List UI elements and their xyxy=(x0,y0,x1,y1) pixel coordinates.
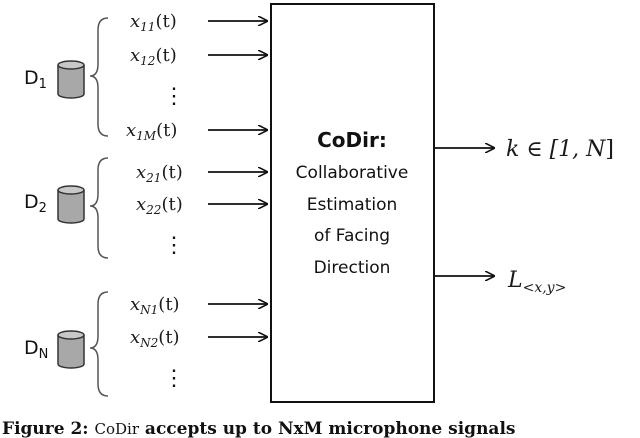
signal-x12-label: x12(t) xyxy=(130,45,177,68)
signal-xn2-label: xN2(t) xyxy=(130,327,180,350)
device-group-1: D1 x11(t) x12(t) ⋮ x1M(t) xyxy=(24,11,267,143)
output-k-label: k ∈ [1, N] xyxy=(506,137,614,162)
signal-x1m-label: x1M(t) xyxy=(126,120,177,143)
device-label-n: DN xyxy=(24,337,48,362)
device-group-2: D2 x21(t) x22(t) ⋮ xyxy=(24,157,267,259)
signal-x11-label: x11(t) xyxy=(130,11,177,34)
ellipsis-1: ⋮ xyxy=(163,84,185,109)
codir-line-1: Collaborative xyxy=(296,163,409,183)
codir-line-2: Estimation xyxy=(307,195,398,215)
signal-xn1-label: xN1(t) xyxy=(130,294,180,317)
codir-line-3: of Facing xyxy=(314,226,390,246)
device-label-1: D1 xyxy=(24,67,47,92)
device-2-icon xyxy=(57,185,85,224)
signal-x21-label: x21(t) xyxy=(136,162,183,185)
figure-caption: Figure 2: CoDir accepts up to NxM microp… xyxy=(2,419,515,438)
signal-x22-label: x22(t) xyxy=(136,194,183,217)
output-l-label: L<x,y> xyxy=(507,268,566,296)
device-label-2: D2 xyxy=(24,191,47,216)
device-2-brace xyxy=(89,157,109,259)
device-n-brace xyxy=(89,291,109,397)
device-group-n: DN xN1(t) xN2(t) ⋮ xyxy=(24,291,267,397)
ellipsis-n: ⋮ xyxy=(163,366,185,391)
device-1-brace xyxy=(89,17,109,137)
codir-title: CoDir: xyxy=(317,128,387,152)
codir-line-4: Direction xyxy=(314,258,391,278)
codir-box: CoDir: Collaborative Estimation of Facin… xyxy=(270,3,435,403)
device-1-icon xyxy=(57,60,85,99)
output-k: k ∈ [1, N] xyxy=(434,137,614,162)
device-n-icon xyxy=(57,330,85,369)
ellipsis-2: ⋮ xyxy=(163,233,185,258)
output-l: L<x,y> xyxy=(434,268,566,296)
